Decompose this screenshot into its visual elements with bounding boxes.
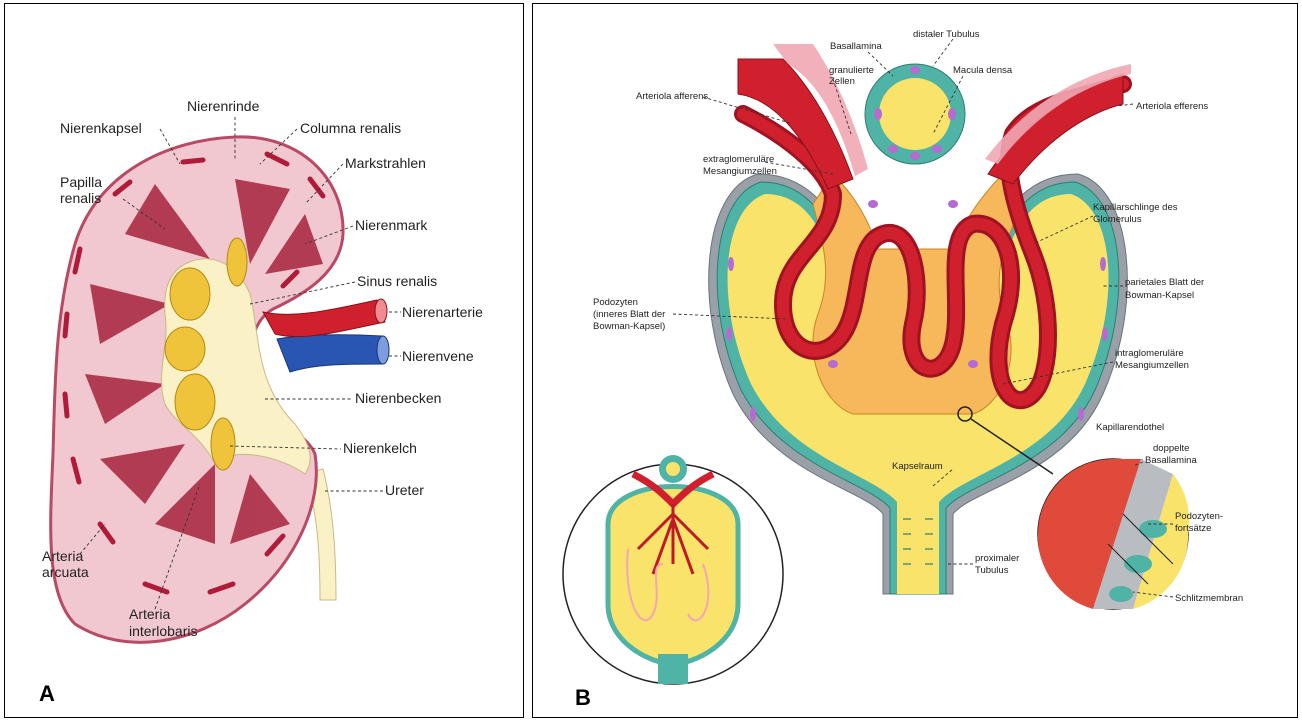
label-parietales-2: Bowman-Kapsel xyxy=(1125,290,1194,301)
label-podozytenfort-2: fortsätze xyxy=(1175,523,1211,534)
label-granulierte-2: Zellen xyxy=(829,76,855,87)
label-markstrahlen: Markstrahlen xyxy=(345,155,426,171)
glomerulus-diagram: Basallamina distaler Tubulus granulierte… xyxy=(533,4,1299,719)
label-kapillarschlinge-1: Kapillarschlinge des xyxy=(1093,202,1178,213)
label-nierenvene: Nierenvene xyxy=(402,348,474,364)
label-podozyten-3: Bowman-Kapsel) xyxy=(593,321,665,332)
label-kapillarendothel: Kapillarendothel xyxy=(1096,422,1164,433)
label-arteria-arcuata-1: Arteria xyxy=(42,548,83,564)
label-distaler-tubulus: distaler Tubulus xyxy=(913,29,980,40)
panel-letter-a: A xyxy=(39,681,55,706)
label-ureter: Ureter xyxy=(385,482,424,498)
label-kapselraum: Kapselraum xyxy=(892,461,943,472)
macula-densa xyxy=(879,78,951,150)
label-arteriola-afferens: Arteriola afferens xyxy=(636,91,708,102)
label-nierenkelch: Nierenkelch xyxy=(343,440,417,456)
label-intraglom-1: intraglomeruläre xyxy=(1115,348,1184,359)
inset-glomerulus-overview xyxy=(563,455,783,684)
renal-vein xyxy=(277,335,383,372)
label-proximaler-1: proximaler xyxy=(975,553,1019,564)
label-granulierte-1: granulierte xyxy=(829,65,874,76)
panel-letter-b: B xyxy=(575,685,591,710)
label-extraglom-1: extraglomeruläre xyxy=(703,154,774,165)
label-nierenrinde: Nierenrinde xyxy=(187,98,260,114)
label-intraglom-2: Mesangiumzellen xyxy=(1115,360,1189,371)
label-nierenarterie: Nierenarterie xyxy=(402,304,483,320)
label-podozytenfort-1: Podozyten- xyxy=(1175,511,1223,522)
label-podozyten-2: (inneres Blatt der xyxy=(593,309,665,320)
label-macula-densa: Macula densa xyxy=(953,65,1013,76)
inset-filtration-barrier xyxy=(1038,459,1189,609)
label-basallamina: Basallamina xyxy=(830,41,882,52)
label-doppelte-2: Basallamina xyxy=(1145,455,1197,466)
label-nierenbecken: Nierenbecken xyxy=(355,390,441,406)
label-parietales-1: parietales Blatt der xyxy=(1125,277,1204,288)
panel-b: Basallamina distaler Tubulus granulierte… xyxy=(532,3,1298,718)
panel-a: Nierenrinde Nierenkapsel Columna renalis… xyxy=(4,3,524,718)
label-nierenkapsel: Nierenkapsel xyxy=(60,120,142,136)
label-arteria-arcuata-2: arcuata xyxy=(42,564,89,580)
label-sinus-renalis: Sinus renalis xyxy=(357,273,437,289)
label-papilla-1: Papilla xyxy=(60,174,102,190)
kidney-diagram: Nierenrinde Nierenkapsel Columna renalis… xyxy=(5,4,525,719)
label-schlitzmembran: Schlitzmembran xyxy=(1175,593,1243,604)
label-extraglom-2: Mesangiumzellen xyxy=(703,166,777,177)
label-columna-renalis: Columna renalis xyxy=(300,120,401,136)
label-papilla-2: renalis xyxy=(60,190,101,206)
label-doppelte-1: doppelte xyxy=(1153,443,1189,454)
label-nierenmark: Nierenmark xyxy=(355,217,428,233)
label-kapillarschlinge-2: Glomerulus xyxy=(1093,214,1142,225)
label-arteria-interlobaris-1: Arteria xyxy=(129,606,170,622)
label-proximaler-2: Tubulus xyxy=(975,565,1009,576)
label-podozyten-1: Podozyten xyxy=(593,297,638,308)
label-arteriola-efferens: Arteriola efferens xyxy=(1136,101,1208,112)
label-arteria-interlobaris-2: interlobaris xyxy=(129,623,197,639)
